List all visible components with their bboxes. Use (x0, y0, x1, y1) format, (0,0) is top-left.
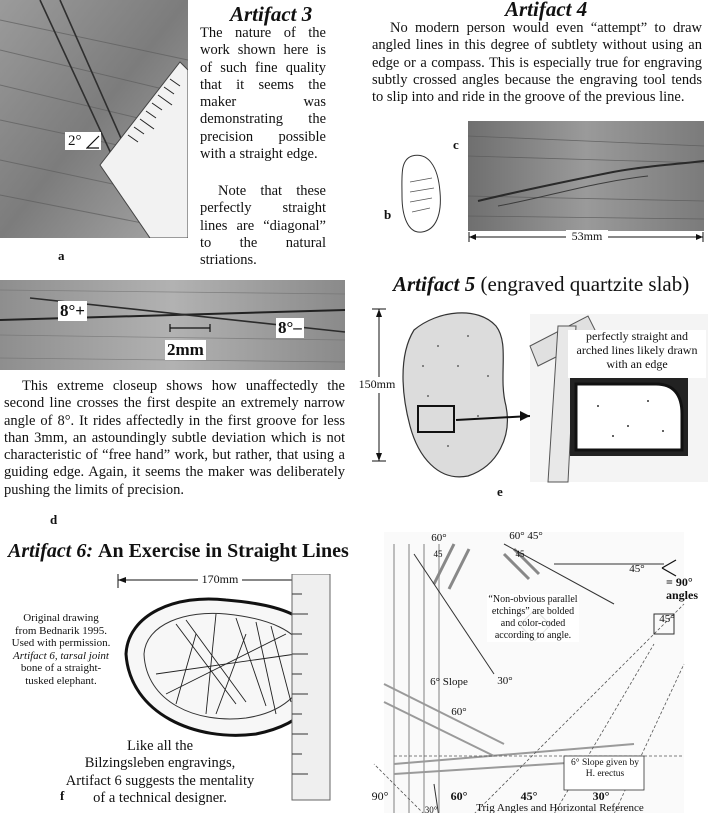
note-line-2: Bilzingsleben engravings, (84, 755, 236, 772)
closeup-paragraph: This extreme closeup shows how unaffecte… (4, 378, 345, 498)
note-line-3: Artifact 6 suggests the mentality (65, 772, 255, 789)
figure-letter-d: d (50, 512, 58, 527)
artifact3-heading: Artifact 3 (230, 2, 313, 26)
figure-letter-c: c (453, 137, 459, 152)
fig3-a30-low2: 30° (592, 789, 610, 803)
fig3-a45-right: 45° (629, 563, 645, 575)
artifact6-illustration (117, 574, 331, 801)
artifact4-measure: 53mm (571, 229, 603, 243)
artifact5-measure-line (362, 308, 392, 462)
credit-line-4: Artifact 6, tarsal joint (13, 649, 109, 662)
figure-letter-f: f (60, 788, 65, 803)
artifact5-heading-sub: (engraved quartzite slab) (480, 272, 690, 296)
artifact5-measure: 150mm (358, 377, 396, 391)
artifact6-heading: Artifact 6: An Exercise in Straight Line… (8, 540, 349, 563)
figure-letter-b: b (384, 207, 392, 222)
artifact3-paragraph1: The nature of the work shown here is of … (200, 25, 326, 163)
fig3-nonobvious: “Non-obvious parallel etchings” are bold… (487, 594, 579, 642)
figure-letter-a: a (58, 248, 65, 263)
figure-letter-e: e (497, 484, 503, 499)
angle-icon (86, 135, 100, 149)
fig3-a60-low: 60° (450, 789, 468, 803)
artifact3-angle-label: 2° (68, 133, 82, 149)
artifact4-photo-image (468, 121, 704, 231)
artifact5-heading: Artifact 5 (engraved quartzite slab) (393, 272, 689, 297)
artifact5-illustration (402, 312, 708, 483)
note-line-4: of a technical designer. (93, 789, 227, 806)
artifact3-photo-image (0, 0, 188, 238)
artifact5-heading-title: Artifact 5 (393, 272, 476, 296)
artifact3-photo (0, 0, 188, 238)
artifact6-credit: Original drawing from Bednarik 1995. Use… (2, 612, 120, 687)
fig3-a60-top: 60° (431, 532, 447, 544)
closeup-angle-left: 8°+ (58, 301, 87, 321)
fig3-a60-mid: 60° (451, 706, 467, 718)
artifact6-note: Like all the Bilzingsleben engravings, A… (26, 738, 294, 807)
artifact5-callout: perfectly straight and arched lines like… (576, 329, 698, 371)
closeup-scale: 2mm (165, 340, 206, 360)
fig3-reference: Trig Angles and Horizontal Reference (476, 802, 644, 813)
artifact4-bone-sketch (401, 154, 441, 233)
artifact6-measure: 170mm (201, 572, 239, 586)
note-line-1: Like all the (126, 738, 194, 754)
fig3-a90-angles: = 90° angles (666, 575, 699, 602)
artifact4-paragraph: No modern person would even “attempt” to… (372, 20, 702, 106)
credit-line-5: bone of a straight- (20, 662, 102, 674)
closeup-angle-right: 8°– (276, 318, 304, 338)
artifact6-heading-sub: An Exercise in Straight Lines (98, 540, 349, 562)
credit-line-6: tusked elephant. (25, 674, 97, 687)
artifact3-paragraph2: Note that these perfectly straight lines… (200, 183, 326, 269)
fig3-a45-low: 45° (520, 789, 538, 803)
fig3-slope6: 6° Slope (430, 676, 468, 688)
credit-line-1: Original drawing (23, 612, 99, 624)
artifact4-heading: Artifact 4 (505, 0, 588, 21)
fig3-a90-left: 90° (371, 789, 389, 803)
artifact4-measure-line (468, 230, 704, 244)
fig3-a45-small1: 45 (433, 549, 443, 559)
artifact6-heading-title: Artifact 6: (8, 540, 93, 562)
fig3-a45-small2: 45 (515, 549, 525, 559)
fig3-a30-low: 30° (424, 805, 438, 813)
fig3-a30-mid: 30° (497, 675, 513, 687)
fig3-a60-45: 60° 45° (509, 530, 543, 542)
credit-line-2: from Bednarik 1995. (15, 624, 107, 637)
fig3-a45-right2: 45° (659, 613, 675, 625)
artifact4-photo (468, 121, 704, 231)
fig3-erectus: 6° Slope given by H. erectus (571, 758, 639, 779)
credit-line-3: Used with permission. (11, 637, 111, 649)
figure3-diagram (373, 532, 685, 813)
